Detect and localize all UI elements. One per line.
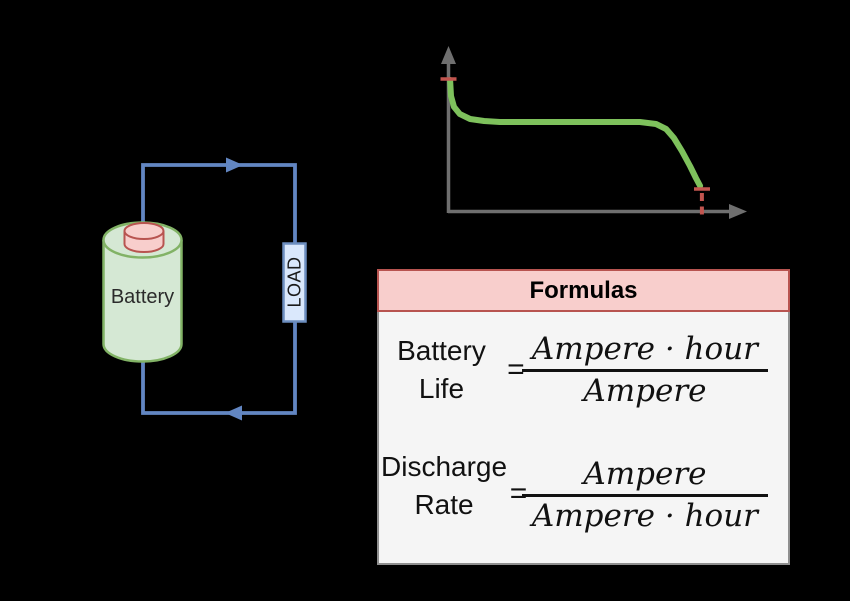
- formula-label-line2: Rate: [414, 489, 474, 520]
- fraction-bar: [521, 493, 768, 497]
- fraction-wrap: Ampere · hour Ampere: [521, 330, 768, 409]
- battery-label: Battery: [110, 286, 175, 308]
- discharge-chart: [440, 46, 747, 219]
- fraction-numerator: Ampere: [583, 455, 707, 492]
- fraction-denominator: Ampere · hour: [531, 497, 758, 534]
- formula-label: Battery Life: [381, 332, 502, 408]
- formula-row-battery-life: Battery Life = Ampere · hour Ampere: [379, 332, 788, 408]
- formulas-header: Formulas: [377, 269, 790, 312]
- formula-label-line1: Discharge: [381, 451, 508, 482]
- formulas-title: Formulas: [529, 276, 638, 304]
- fraction-bar: [521, 368, 768, 372]
- circuit-diagram: [102, 157, 307, 421]
- formula-label: Discharge Rate: [381, 448, 507, 524]
- equals-sign: =: [509, 477, 528, 510]
- battery-body: [102, 240, 183, 363]
- formula-label-line1: Battery: [397, 335, 486, 366]
- wire-loop: [141, 163, 297, 415]
- fraction-wrap: Ampere Ampere · hour: [521, 455, 768, 534]
- battery-cap-top: [123, 222, 165, 240]
- fraction-denominator: Ampere: [583, 372, 707, 409]
- formula-row-discharge-rate: Discharge Rate = Ampere Ampere · hour: [379, 448, 788, 532]
- current-arrow-top-icon: [226, 157, 243, 173]
- fraction: Ampere Ampere · hour: [521, 455, 768, 534]
- discharge-curve: [447, 77, 704, 189]
- y-axis-arrow-icon: [441, 46, 456, 64]
- current-arrow-bottom-icon: [225, 405, 242, 421]
- x-axis-arrow-icon: [729, 204, 747, 219]
- load-label: LOAD: [284, 256, 305, 308]
- fraction: Ampere · hour Ampere: [521, 330, 768, 409]
- equals-sign: =: [507, 353, 525, 386]
- fraction-numerator: Ampere · hour: [531, 330, 758, 367]
- formula-label-line2: Life: [418, 373, 465, 404]
- load-box: [282, 242, 307, 323]
- formulas-panel: Formulas Battery Life = Ampere · hour Am…: [377, 269, 790, 565]
